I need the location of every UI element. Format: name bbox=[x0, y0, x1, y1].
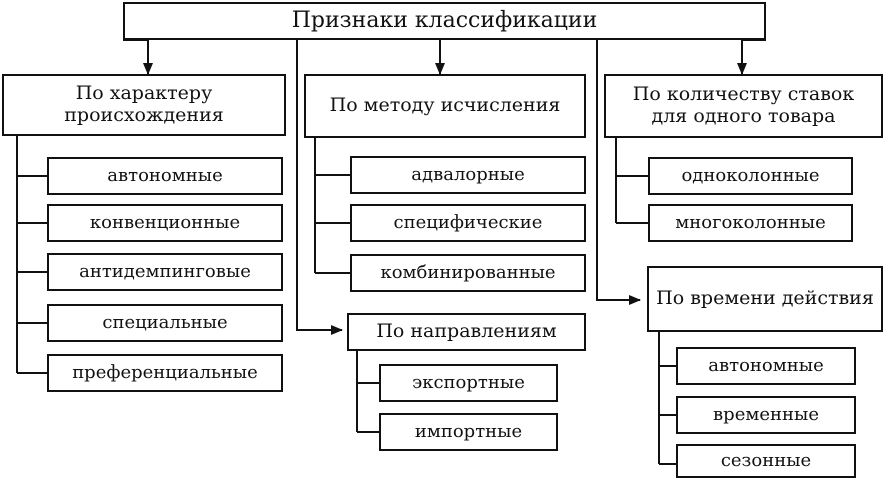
time-item-autonomous: автономные bbox=[676, 347, 856, 385]
connector-root-to-origin bbox=[123, 39, 153, 75]
group-direction-title: По направлениям bbox=[347, 313, 586, 351]
connector-root-to-direction bbox=[296, 40, 343, 335]
connector-root-to-count bbox=[737, 39, 766, 75]
method-item-ad-valorem: адвалорные bbox=[350, 156, 586, 194]
direction-item-export: экспортные bbox=[379, 364, 558, 402]
time-item-temporary: временные bbox=[676, 396, 856, 434]
group-method-title: По методу исчисления bbox=[304, 74, 586, 138]
group-time-title: По времени действия bbox=[647, 266, 883, 332]
group-count-title: По количеству ставок для одного товара bbox=[604, 74, 883, 138]
origin-item-preferential: преференциальные bbox=[47, 354, 283, 392]
count-item-single-column: одноколонные bbox=[648, 157, 853, 195]
root-box: Признаки классификации bbox=[123, 2, 766, 40]
origin-item-antidumping: антидемпинговые bbox=[47, 253, 283, 291]
origin-item-autonomous: автономные bbox=[47, 157, 283, 195]
origin-item-special: специальные bbox=[47, 304, 283, 342]
origin-item-conventional: конвенционные bbox=[47, 204, 283, 242]
connector-root-to-time bbox=[596, 40, 641, 305]
group-origin-title: По характеру происхождения bbox=[2, 74, 286, 136]
method-item-combined: комбинированные bbox=[350, 254, 586, 292]
time-item-seasonal: сезонные bbox=[676, 444, 856, 478]
method-item-specific: специфические bbox=[350, 204, 586, 242]
direction-item-import: импортные bbox=[379, 413, 558, 451]
count-item-multi-column: многоколонные bbox=[648, 204, 853, 242]
